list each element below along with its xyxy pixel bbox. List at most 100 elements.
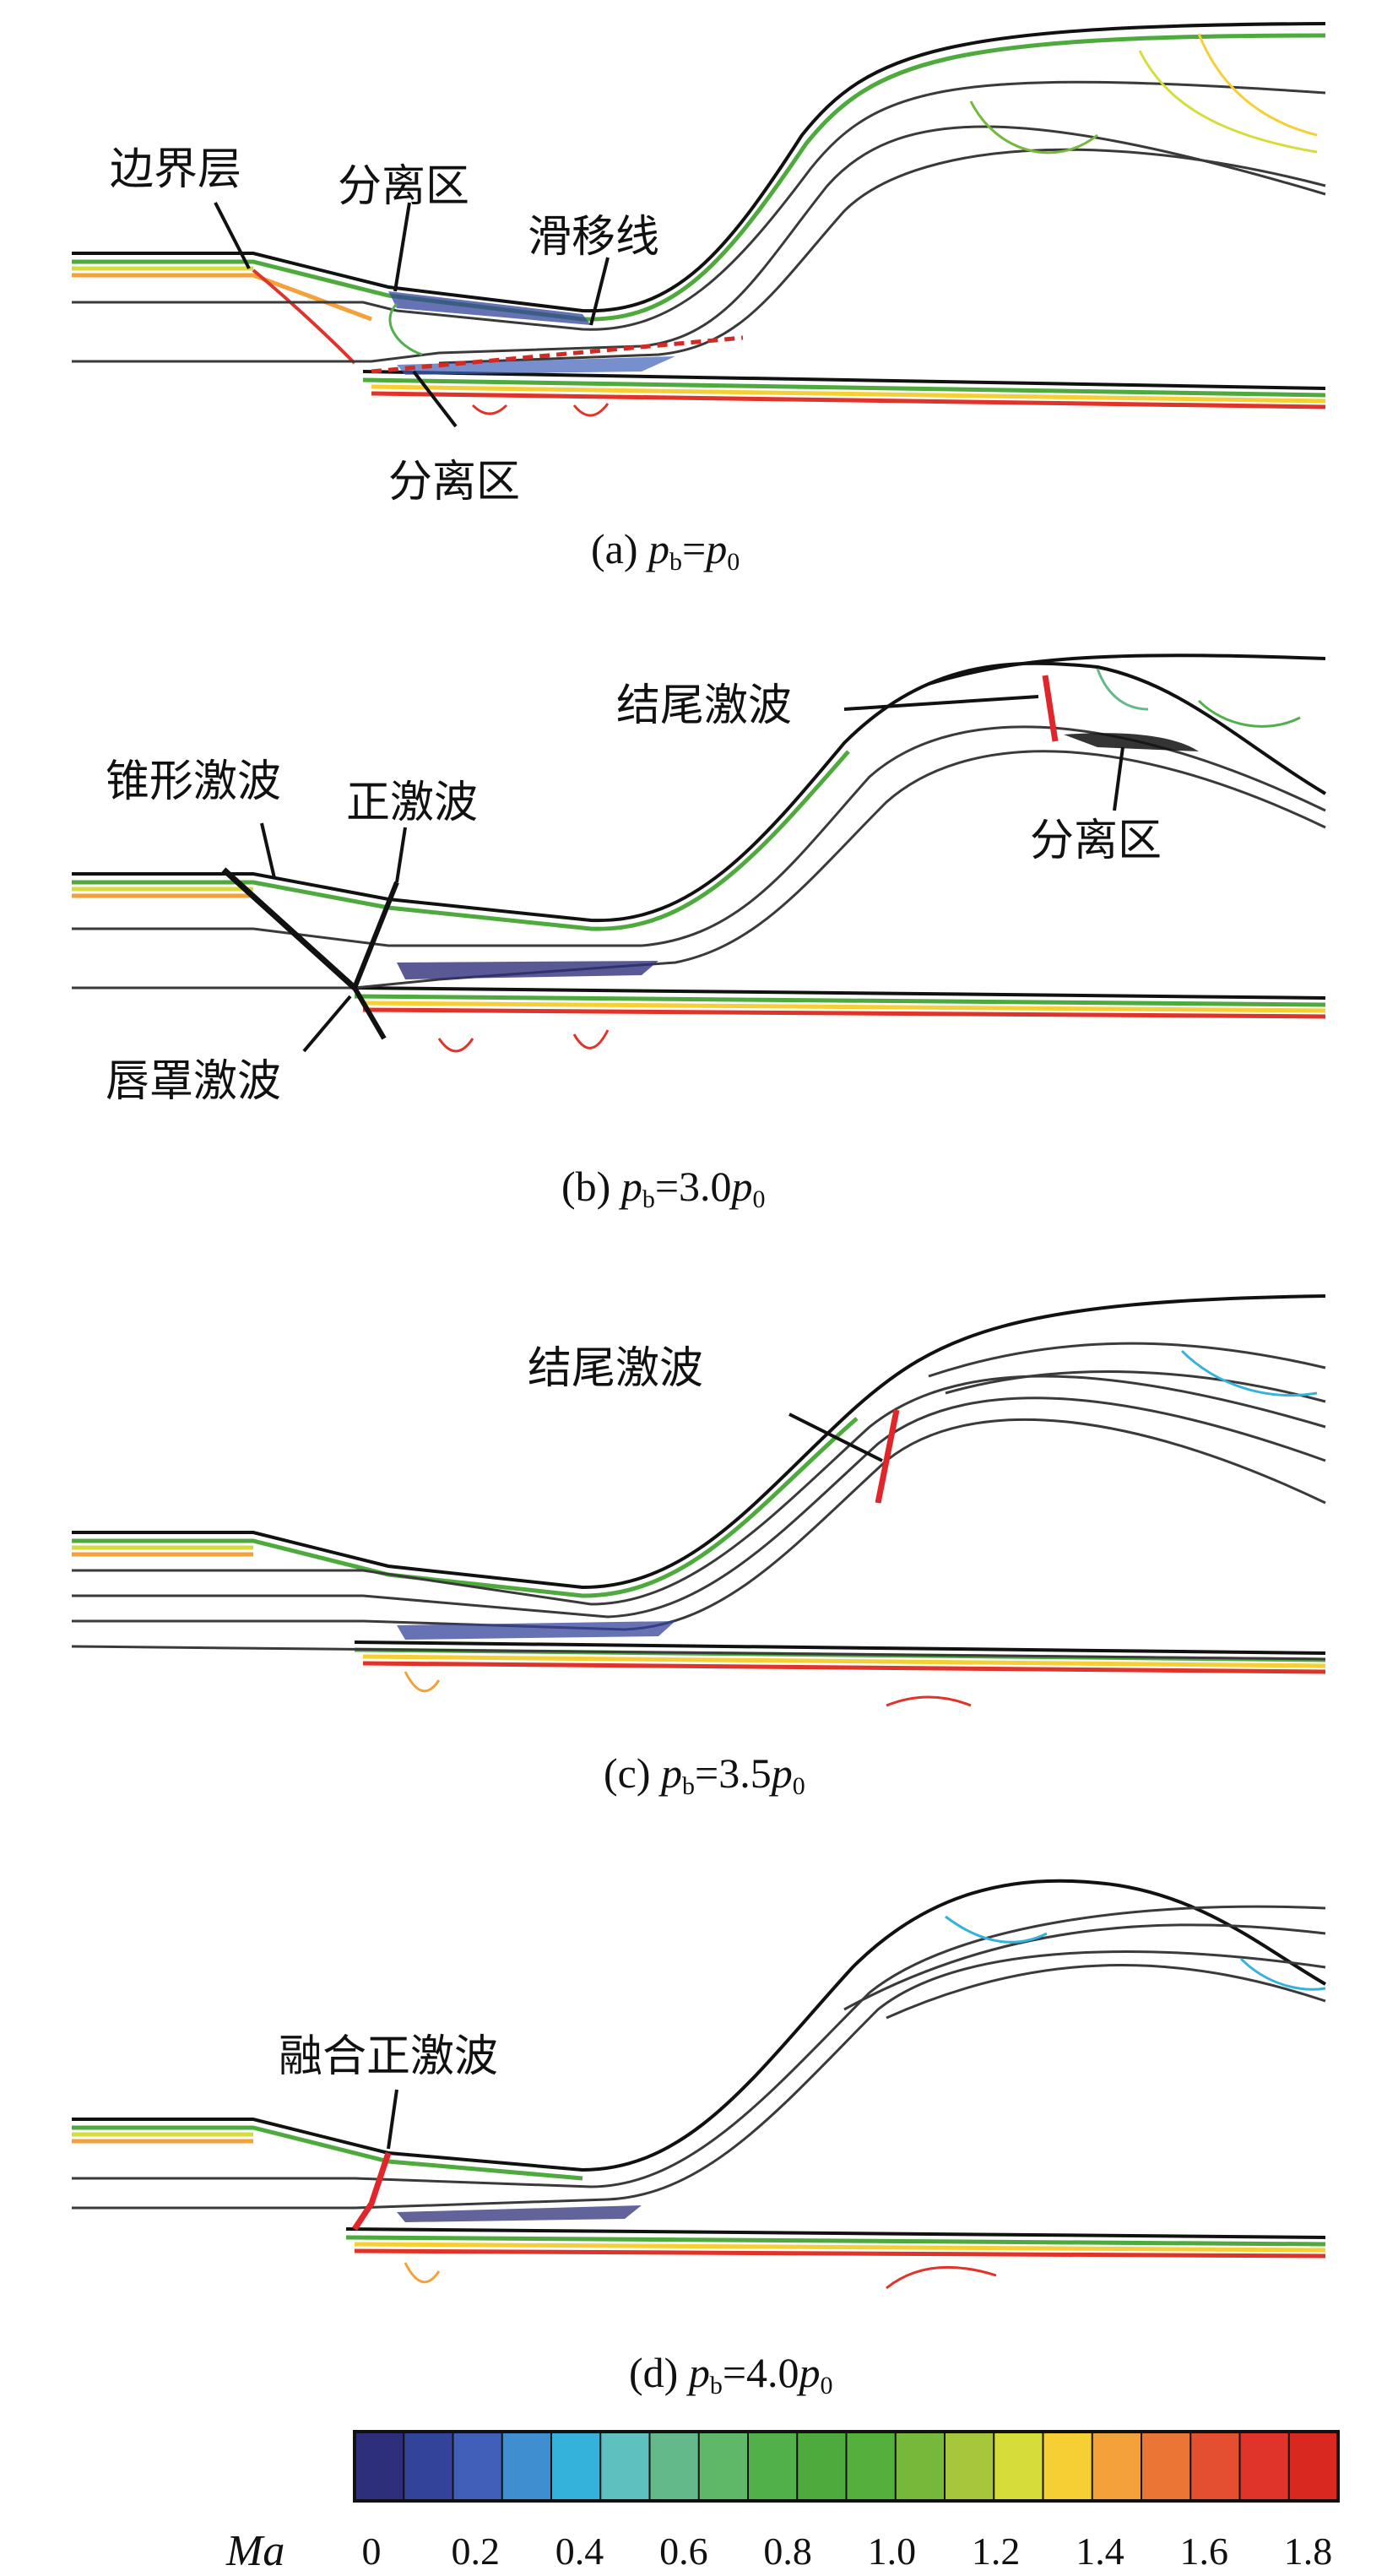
streamline (72, 1375, 1326, 1606)
colorbar-tick-label: 1.4 (1076, 2530, 1124, 2573)
panel-b: 锥形激波 正激波 结尾激波 分离区 唇罩激波 (b) pb=3.0p0 (0, 591, 1398, 1233)
normal-shock (352, 881, 399, 990)
colorbar-swatch (403, 2431, 454, 2502)
streamline (71, 1645, 1326, 1661)
contour-line (572, 1029, 610, 1049)
streamline (72, 80, 1326, 331)
wall-contour-green (72, 1417, 859, 1598)
label-terminal-shock: 结尾激波 (528, 1343, 704, 1394)
label-separation: 分离区 (1030, 816, 1162, 866)
arrow-terminal-shock (843, 695, 1039, 711)
colorbar-swatch (1042, 2431, 1094, 2502)
lower-contour-red (362, 1007, 1326, 1019)
streamline (438, 148, 1326, 365)
colorbar-label: Ma (226, 2527, 285, 2575)
lower-wall (354, 986, 1326, 1000)
streamline (72, 750, 1326, 990)
panel-d: 融合正激波 (d) pb=4.0p0 (0, 1815, 1398, 2415)
streamline (72, 125, 1326, 363)
streamline (72, 1396, 1326, 1619)
contour-line (388, 302, 423, 356)
panel-a: 边界层 分离区 滑移线 分离区 (a) pb=p0 (0, 0, 1398, 591)
colorbar-swatch (1287, 2431, 1340, 2502)
arrow-normal-shock (395, 827, 407, 883)
wall-contour-orange (72, 273, 372, 322)
arrow-cowl-shock (302, 995, 352, 1053)
lower-contour-yellow (362, 1654, 1326, 1668)
colorbar-swatch (550, 2431, 602, 2502)
mach-colorbar (0, 2415, 1398, 2575)
colorbar-swatch (1141, 2431, 1192, 2502)
contour-line (471, 404, 508, 415)
cowl-shock (352, 986, 387, 1040)
contour-line (1096, 668, 1149, 711)
contour-line (1138, 50, 1318, 154)
panel-c-caption: (c) pb=3.5p0 (604, 1749, 805, 1800)
colorbar-swatch (501, 2431, 553, 2502)
colorbar-tick-label: 1.2 (971, 2530, 1021, 2573)
contour-line (404, 2262, 441, 2284)
panel-c: 结尾激波 (c) pb=3.5p0 (0, 1233, 1398, 1815)
wall-contour-green (72, 750, 850, 931)
lower-contour-green (362, 377, 1326, 398)
arrow-terminal-shock (788, 1413, 883, 1462)
streamline (928, 1342, 1326, 1378)
contour-line (404, 1671, 441, 1693)
contour-line (572, 403, 610, 417)
streamline (72, 1905, 1326, 2188)
label-normal-shock: 正激波 (346, 778, 479, 828)
colorbar-tick-label: 0.4 (555, 2530, 604, 2573)
colorbar-swatch (894, 2431, 946, 2502)
separation-region (397, 356, 675, 375)
panel-c-flowfield (71, 1294, 1326, 1707)
separation-region (388, 291, 591, 325)
colorbar-tick-label: 1.8 (1283, 2530, 1333, 2573)
streamline (886, 1964, 1326, 2020)
streamline (72, 1418, 1326, 1631)
wall-contour-red (252, 268, 356, 365)
contour-line (945, 1915, 1048, 1944)
upper-wall (72, 1294, 1326, 1590)
label-slip-line: 滑移线 (528, 212, 660, 263)
contour-line (1197, 33, 1318, 137)
merged-normal-shock (352, 2151, 392, 2231)
label-cone-shock: 锥形激波 (106, 757, 282, 807)
arrow-slip-line (589, 257, 610, 326)
terminal-shock (1042, 675, 1059, 742)
contour-line (886, 1695, 972, 1707)
lower-contour-yellow (362, 1001, 1326, 1013)
colorbar-swatch (1189, 2431, 1241, 2502)
lower-contour-red (362, 1661, 1326, 1674)
contour-line (1239, 1957, 1326, 1991)
colorbar-swatch (1238, 2431, 1291, 2502)
contour-line (1197, 699, 1301, 728)
lower-wall (354, 1641, 1326, 1655)
arrow-separation (1113, 746, 1124, 811)
panel-a-caption: (a) pb=p0 (591, 525, 740, 576)
colorbar-swatch (599, 2431, 651, 2502)
colorbar-swatch (845, 2431, 897, 2502)
wall-contour-green (72, 2125, 583, 2181)
colorbar-tick-label: 1.6 (1179, 2530, 1228, 2573)
lower-wall (362, 370, 1326, 390)
streamline (945, 1370, 1326, 1403)
panel-a-flowfield (72, 22, 1326, 428)
streamline (843, 1923, 1326, 2011)
lower-contour-green (354, 994, 1326, 1007)
separation-region (397, 961, 658, 979)
contour-line (437, 1038, 474, 1053)
separation-region (397, 1621, 675, 1640)
panel-b-flowfield (72, 653, 1327, 1053)
colorbar-swatch (796, 2431, 848, 2502)
label-terminal-shock: 结尾激波 (616, 681, 793, 731)
panel-b-caption: (b) pb=3.0p0 (561, 1163, 766, 1213)
label-merged-normal-shock: 融合正激波 (279, 2031, 499, 2082)
colorbar-swatch (944, 2431, 995, 2502)
arrow-separation-top (393, 202, 411, 292)
colorbar-tick-label: 0.8 (763, 2530, 812, 2573)
separation-region (1064, 733, 1199, 751)
lower-contour-red (354, 2248, 1326, 2259)
contour-line (1180, 1349, 1318, 1396)
label-separation-top: 分离区 (338, 161, 470, 212)
colorbar-tick-label: 1.0 (867, 2530, 917, 2573)
